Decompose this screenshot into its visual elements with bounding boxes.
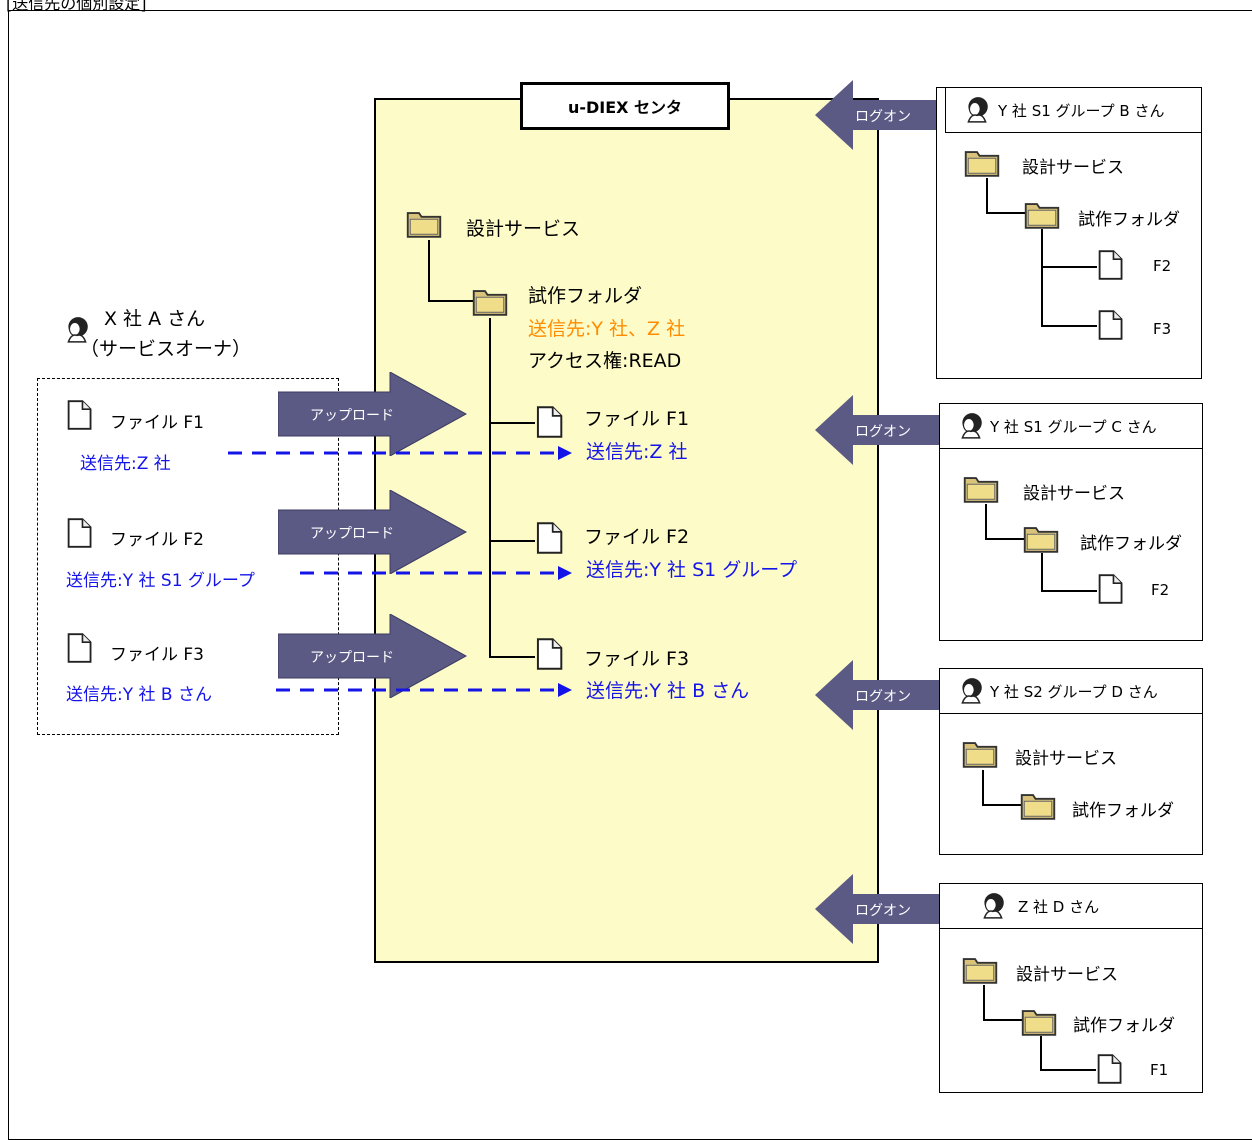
center-file-dest: 送信先:Y 社 B さん xyxy=(586,680,750,702)
upload-arrow: アップロード xyxy=(278,490,468,574)
user-folder: 試作フォルダ xyxy=(1073,1016,1175,1036)
folder-icon xyxy=(962,958,998,984)
owner-name: X 社 A さん xyxy=(104,308,206,330)
user-file: F3 xyxy=(1153,320,1172,338)
user-service: 設計サービス xyxy=(1015,749,1117,769)
user-service: 設計サービス xyxy=(1023,484,1125,504)
owner-file-name: ファイル F2 xyxy=(110,530,204,550)
upload-label: アップロード xyxy=(310,650,394,666)
owner-file-name: ファイル F3 xyxy=(110,645,204,665)
user-box xyxy=(936,87,1202,379)
logon-arrow: ログオン xyxy=(815,395,943,465)
logon-arrow: ログオン xyxy=(815,874,943,944)
logon-arrow: ログオン xyxy=(815,660,943,730)
file-icon xyxy=(1098,250,1123,280)
diagram-caption: [送信先の個別設定] xyxy=(6,0,147,13)
person-icon xyxy=(961,677,983,704)
folder-icon xyxy=(963,477,999,503)
user-name: Z 社 D さん xyxy=(1018,897,1100,916)
center-folder-label: 試作フォルダ xyxy=(528,285,643,307)
user-service: 設計サービス xyxy=(1022,158,1124,178)
file-icon xyxy=(1098,574,1123,604)
user-file: F1 xyxy=(1150,1061,1169,1079)
folder-icon xyxy=(1023,527,1059,553)
user-header: Y 社 S1 グループ C さん xyxy=(939,403,1203,449)
logon-label: ログオン xyxy=(855,689,911,705)
folder-icon xyxy=(1024,203,1060,229)
logon-label: ログオン xyxy=(855,903,911,919)
file-icon xyxy=(1098,310,1123,340)
folder-icon xyxy=(962,742,998,768)
file-icon xyxy=(536,406,563,438)
owner-file-dest: 送信先:Y 社 B さん xyxy=(66,685,212,705)
person-icon xyxy=(961,412,983,439)
file-icon xyxy=(67,633,92,663)
user-header: Y 社 S1 グループ B さん xyxy=(945,87,1202,133)
center-file-dest: 送信先:Y 社 S1 グループ xyxy=(586,559,798,581)
owner-role: （サービスオーナ） xyxy=(80,338,252,360)
user-folder: 試作フォルダ xyxy=(1078,210,1180,230)
logon-label: ログオン xyxy=(855,109,911,125)
user-header: Z 社 D さん xyxy=(939,883,1203,929)
user-name: Y 社 S1 グループ B さん xyxy=(998,101,1165,120)
center-folder-access: アクセス権:READ xyxy=(528,350,682,372)
center-file-name: ファイル F2 xyxy=(584,526,690,548)
file-icon xyxy=(67,518,92,548)
upload-label: アップロード xyxy=(310,526,394,542)
user-service: 設計サービス xyxy=(1016,965,1118,985)
logon-arrow: ログオン xyxy=(815,80,943,150)
owner-file-dest: 送信先:Z 社 xyxy=(80,454,171,474)
user-name: Y 社 S1 グループ C さん xyxy=(990,417,1157,436)
owner-files-group xyxy=(37,378,339,735)
folder-icon xyxy=(1021,1010,1057,1036)
user-header: Y 社 S2 グループ D さん xyxy=(939,668,1203,714)
owner-file-dest: 送信先:Y 社 S1 グループ xyxy=(66,571,255,591)
file-icon xyxy=(1097,1054,1122,1084)
person-icon xyxy=(983,892,1005,919)
center-file-name: ファイル F3 xyxy=(584,648,690,670)
folder-icon xyxy=(472,290,508,316)
upload-arrow: アップロード xyxy=(278,372,468,456)
owner-file-name: ファイル F1 xyxy=(110,413,204,433)
user-folder: 試作フォルダ xyxy=(1072,801,1174,821)
folder-icon xyxy=(406,212,442,238)
center-service-label: 設計サービス xyxy=(466,218,581,240)
person-icon xyxy=(967,96,989,123)
file-icon xyxy=(67,400,92,430)
center-file-dest: 送信先:Z 社 xyxy=(586,441,688,463)
destination-connectors xyxy=(228,446,572,697)
folder-icon xyxy=(964,151,1000,177)
center-folder-dest: 送信先:Y 社、Z 社 xyxy=(528,318,686,340)
user-folder: 試作フォルダ xyxy=(1080,534,1182,554)
user-file: F2 xyxy=(1153,257,1172,275)
user-name: Y 社 S2 グループ D さん xyxy=(990,682,1158,701)
upload-arrow: アップロード xyxy=(278,614,468,698)
center-file-name: ファイル F1 xyxy=(584,408,690,430)
logon-label: ログオン xyxy=(855,424,911,440)
user-file: F2 xyxy=(1151,581,1170,599)
folder-icon xyxy=(1020,794,1056,820)
upload-label: アップロード xyxy=(310,408,394,424)
center-title: u-DIEX センタ xyxy=(520,82,730,130)
